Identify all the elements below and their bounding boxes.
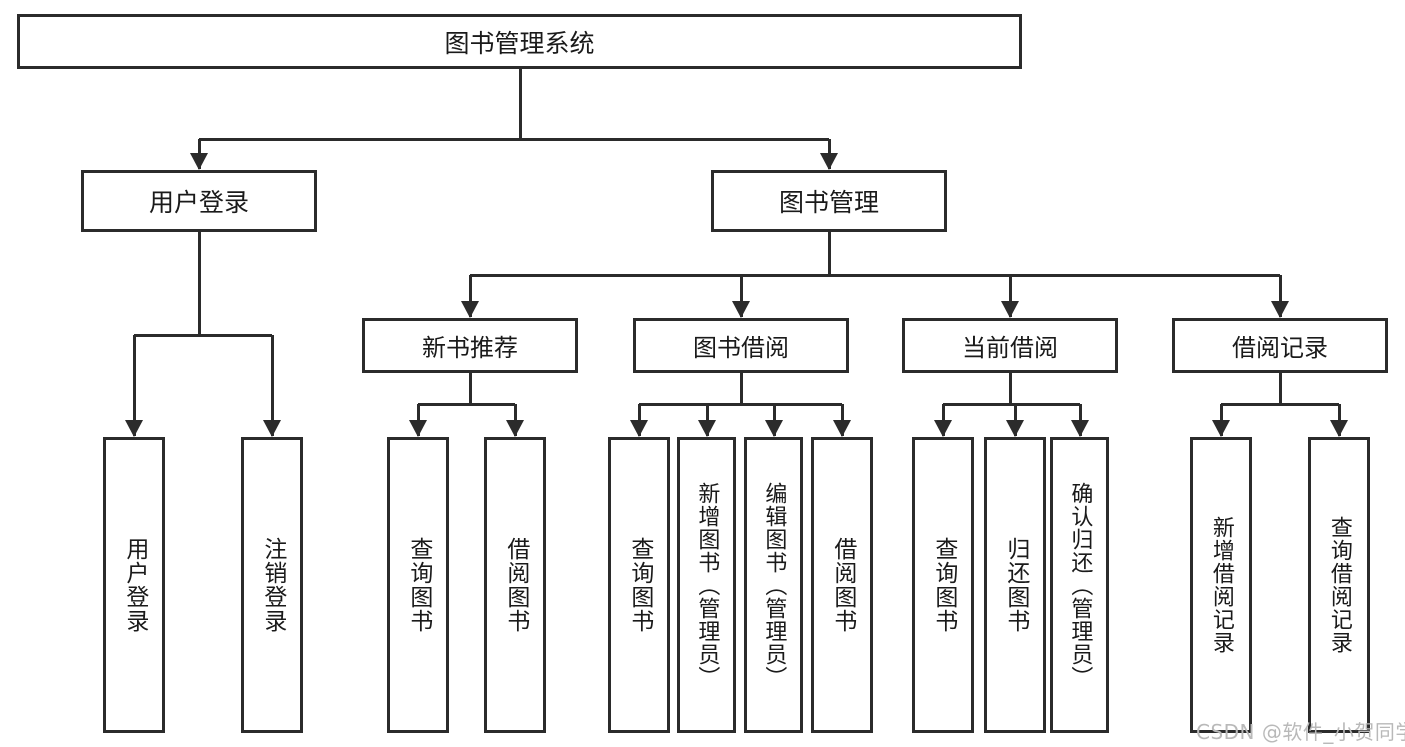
- arrow-head-icon: [1330, 420, 1348, 437]
- arrow-head-icon: [125, 420, 143, 437]
- connector-line: [740, 373, 743, 404]
- leaf-query-book-current[interactable]: 查询图书: [912, 437, 974, 733]
- level2-node-book-borrow[interactable]: 图书借阅: [633, 318, 849, 373]
- connector-line: [943, 403, 1080, 406]
- connector-line: [133, 335, 136, 436]
- leaf-label: 确认归还（管理员）: [1067, 481, 1093, 689]
- node-label: 借阅记录: [1232, 334, 1328, 362]
- arrow-head-icon: [764, 420, 783, 437]
- leaf-add-borrow-record[interactable]: 新增借阅记录: [1190, 437, 1252, 733]
- leaf-label: 借阅图书: [502, 537, 529, 633]
- connector-line: [470, 274, 1280, 277]
- leaf-label: 查询图书: [930, 537, 957, 633]
- leaf-return-book[interactable]: 归还图书: [984, 437, 1046, 733]
- leaf-query-book-recommend[interactable]: 查询图书: [387, 437, 449, 733]
- arrow-head-icon: [190, 153, 208, 170]
- leaf-edit-book-admin[interactable]: 编辑图书（管理员）: [744, 437, 803, 733]
- csdn-watermark: CSDN @软件_小贺同学: [1196, 720, 1405, 744]
- leaf-label: 查询图书: [405, 537, 432, 633]
- leaf-label: 编辑图书（管理员）: [761, 481, 787, 689]
- arrow-head-icon: [697, 420, 716, 437]
- node-label: 图书管理系统: [444, 28, 595, 58]
- level1-node-book-management[interactable]: 图书管理: [711, 170, 947, 232]
- leaf-label: 用户登录: [121, 537, 148, 633]
- arrow-head-icon: [409, 420, 427, 437]
- connector-line: [198, 232, 201, 335]
- leaf-label: 查询借阅记录: [1326, 516, 1352, 654]
- node-label: 新书推荐: [422, 334, 518, 362]
- connector-line: [1009, 373, 1012, 404]
- leaf-query-book[interactable]: 查询图书: [608, 437, 670, 733]
- leaf-label: 查询图书: [626, 537, 653, 633]
- connector-line: [199, 138, 829, 141]
- connector-line: [418, 403, 515, 406]
- leaf-query-borrow-record[interactable]: 查询借阅记录: [1308, 437, 1370, 733]
- root-node-book-system[interactable]: 图书管理系统: [17, 14, 1022, 69]
- arrow-head-icon: [1006, 420, 1024, 437]
- leaf-label: 新增借阅记录: [1208, 516, 1234, 654]
- level2-node-borrow-record[interactable]: 借阅记录: [1172, 318, 1388, 373]
- leaf-add-book-admin[interactable]: 新增图书（管理员）: [677, 437, 736, 733]
- arrow-head-icon: [263, 420, 281, 437]
- leaf-label: 归还图书: [1002, 537, 1029, 633]
- arrow-head-icon: [934, 420, 952, 437]
- arrow-head-icon: [506, 420, 524, 437]
- node-label: 用户登录: [148, 188, 249, 217]
- level2-node-new-book-recommend[interactable]: 新书推荐: [362, 318, 578, 373]
- leaf-label: 借阅图书: [829, 537, 856, 633]
- arrow-head-icon: [833, 420, 851, 437]
- leaf-borrow-book[interactable]: 借阅图书: [811, 437, 873, 733]
- leaf-user-login[interactable]: 用户登录: [103, 437, 165, 733]
- arrow-head-icon: [820, 153, 838, 170]
- connector-line: [469, 373, 472, 404]
- leaf-label: 新增图书（管理员）: [694, 481, 720, 689]
- connector-line: [828, 232, 831, 275]
- connector-line: [469, 275, 472, 317]
- arrow-head-icon: [1212, 420, 1230, 437]
- node-label: 图书管理: [778, 188, 879, 217]
- connector-line: [271, 335, 274, 436]
- connector-line: [1009, 275, 1012, 317]
- connector-line: [740, 275, 743, 317]
- connector-line: [134, 334, 272, 337]
- arrow-head-icon: [732, 301, 750, 318]
- level1-node-user-login[interactable]: 用户登录: [81, 170, 317, 232]
- leaf-borrow-book-recommend[interactable]: 借阅图书: [484, 437, 546, 733]
- node-label: 当前借阅: [962, 334, 1058, 362]
- arrow-head-icon: [1001, 301, 1019, 318]
- node-label: 图书借阅: [693, 334, 789, 362]
- leaf-label: 注销登录: [259, 537, 286, 633]
- leaf-logout[interactable]: 注销登录: [241, 437, 303, 733]
- connector-line: [1279, 275, 1282, 317]
- arrow-head-icon: [1271, 301, 1289, 318]
- arrow-head-icon: [1070, 420, 1089, 437]
- arrow-head-icon: [461, 301, 479, 318]
- connector-line: [639, 403, 842, 406]
- connector-line: [1279, 373, 1282, 404]
- arrow-head-icon: [630, 420, 648, 437]
- level2-node-current-borrow[interactable]: 当前借阅: [902, 318, 1118, 373]
- connector-line: [1221, 403, 1339, 406]
- leaf-confirm-return-admin[interactable]: 确认归还（管理员）: [1050, 437, 1109, 733]
- connector-line: [518, 69, 522, 139]
